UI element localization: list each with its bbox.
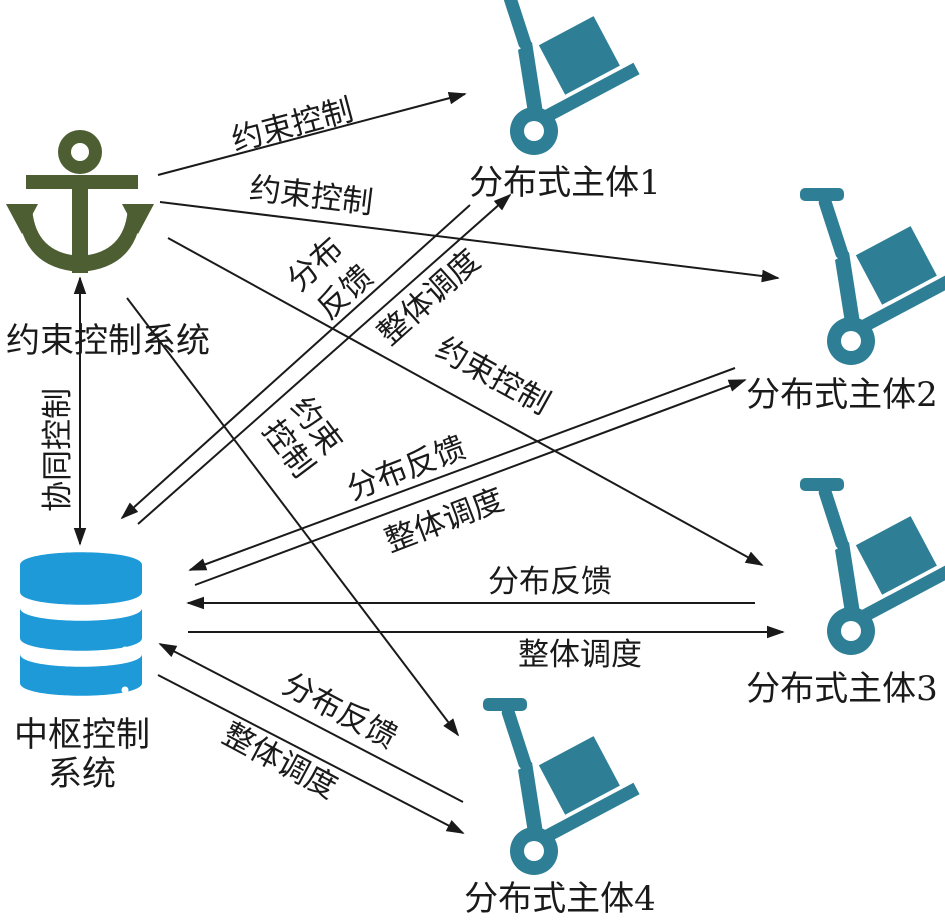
agent3-label: 分布式主体3 <box>746 669 938 709</box>
edge-label-agent1-dispatch: 整体调度 <box>371 243 487 353</box>
hand-truck-icon <box>483 0 640 155</box>
edge-constraint-agent4 <box>126 297 460 737</box>
edge-label-agent3-dispatch: 整体调度 <box>518 637 642 673</box>
central-system-label-line2: 系统 <box>48 754 116 794</box>
edge-constraint-agent1 <box>157 92 467 176</box>
edge-agent1-dispatch <box>137 193 512 525</box>
edge-label-agent4-feedback: 分布反馈 <box>277 666 403 756</box>
edge-label-agent3-feedback: 分布反馈 <box>488 564 612 600</box>
edge-constraint-agent3 <box>167 237 764 566</box>
edge-label-collab: 协同控制 <box>40 388 76 512</box>
edge-label-constraint-agent2: 约束控制 <box>247 171 374 222</box>
edge-constraint-agent2 <box>159 201 780 283</box>
edge-agent2-feedback <box>188 367 736 571</box>
hand-truck-icon <box>483 698 640 875</box>
hand-truck-icon <box>800 188 945 365</box>
database-icon <box>20 552 142 696</box>
edge-agent1-feedback <box>120 204 471 520</box>
edge-agent4-feedback <box>158 643 464 803</box>
constraint-system-label: 约束控制系统 <box>6 321 210 361</box>
edge-label-agent2-feedback: 分布反馈 <box>342 430 471 508</box>
agent1-label: 分布式主体1 <box>469 163 661 203</box>
agent4-label: 分布式主体4 <box>464 879 656 919</box>
edge-agent2-dispatch <box>194 379 747 586</box>
edge-label-constraint-agent1: 约束控制 <box>228 92 357 159</box>
edge-label-constraint-agent3: 约束控制 <box>430 330 556 422</box>
edge-agent4-dispatch <box>157 674 465 834</box>
agent2-label: 分布式主体2 <box>746 375 938 415</box>
anchor-icon <box>6 130 154 273</box>
central-system-label-line1: 中枢控制 <box>14 715 150 755</box>
hand-truck-icon <box>800 478 945 655</box>
